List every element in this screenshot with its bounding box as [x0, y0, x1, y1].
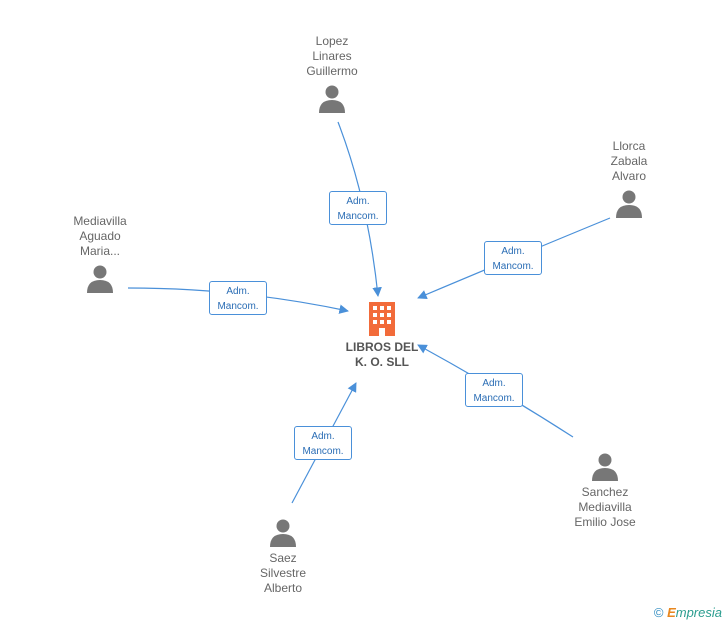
role-badge-mediavilla[interactable]: Adm. Mancom.	[209, 281, 267, 315]
person-name-line: Lopez	[315, 34, 349, 48]
person-saez[interactable]: Saez Silvestre Alberto	[223, 513, 343, 596]
person-name-line: Linares	[312, 49, 352, 63]
person-name-line: Alvaro	[611, 169, 646, 183]
role-badge-llorca[interactable]: Adm. Mancom.	[484, 241, 542, 275]
person-name-line: Sanchez	[581, 485, 629, 499]
company-node[interactable]: LIBROS DEL K. O. SLL	[322, 302, 442, 370]
role-label-line2: Mancom.	[473, 393, 515, 404]
person-name-line: Emilio Jose	[574, 515, 636, 529]
person-icon	[270, 519, 296, 547]
role-label-line1: Adm.	[501, 246, 525, 257]
person-name-line: Alberto	[263, 581, 303, 595]
person-name-line: Guillermo	[306, 64, 358, 78]
role-badge-saez[interactable]: Adm. Mancom.	[294, 426, 352, 460]
company-name-line1: LIBROS DEL	[345, 340, 419, 354]
role-label-line2: Mancom.	[302, 446, 344, 457]
role-badge-lopez[interactable]: Adm. Mancom.	[329, 191, 387, 225]
role-label-line1: Adm.	[311, 431, 335, 442]
person-name-line: Zabala	[610, 154, 648, 168]
role-label-line2: Mancom.	[337, 211, 379, 222]
person-icon	[319, 85, 345, 113]
role-label-line2: Mancom.	[217, 301, 259, 312]
person-sanchez[interactable]: Sanchez Mediavilla Emilio Jose	[545, 447, 665, 530]
company-name-line2: K. O. SLL	[355, 355, 409, 369]
person-mediavilla[interactable]: Mediavilla Aguado Maria...	[40, 214, 160, 297]
person-name-line: Maria...	[79, 244, 120, 258]
person-icon	[592, 453, 618, 481]
building-icon	[369, 302, 395, 336]
person-name-line: Silvestre	[259, 566, 306, 580]
person-icon	[616, 190, 642, 218]
copyright-icon: ©	[653, 605, 664, 620]
role-label-line2: Mancom.	[492, 261, 534, 272]
person-name-line: Aguado	[79, 229, 121, 243]
person-name-line: Llorca	[612, 139, 646, 153]
person-llorca[interactable]: Llorca Zabala Alvaro	[569, 139, 689, 222]
person-lopez[interactable]: Lopez Linares Guillermo	[272, 34, 392, 117]
person-name-line: Saez	[269, 551, 297, 565]
person-icon	[87, 265, 113, 293]
role-label-line1: Adm.	[226, 286, 250, 297]
brand-logo: Empresia	[667, 605, 722, 620]
role-badge-sanchez[interactable]: Adm. Mancom.	[465, 373, 523, 407]
role-label-line1: Adm.	[482, 378, 506, 389]
brand-footer: © Empresia	[654, 605, 722, 620]
person-name-line: Mediavilla	[578, 500, 632, 514]
person-name-line: Mediavilla	[73, 214, 127, 228]
role-label-line1: Adm.	[346, 196, 370, 207]
